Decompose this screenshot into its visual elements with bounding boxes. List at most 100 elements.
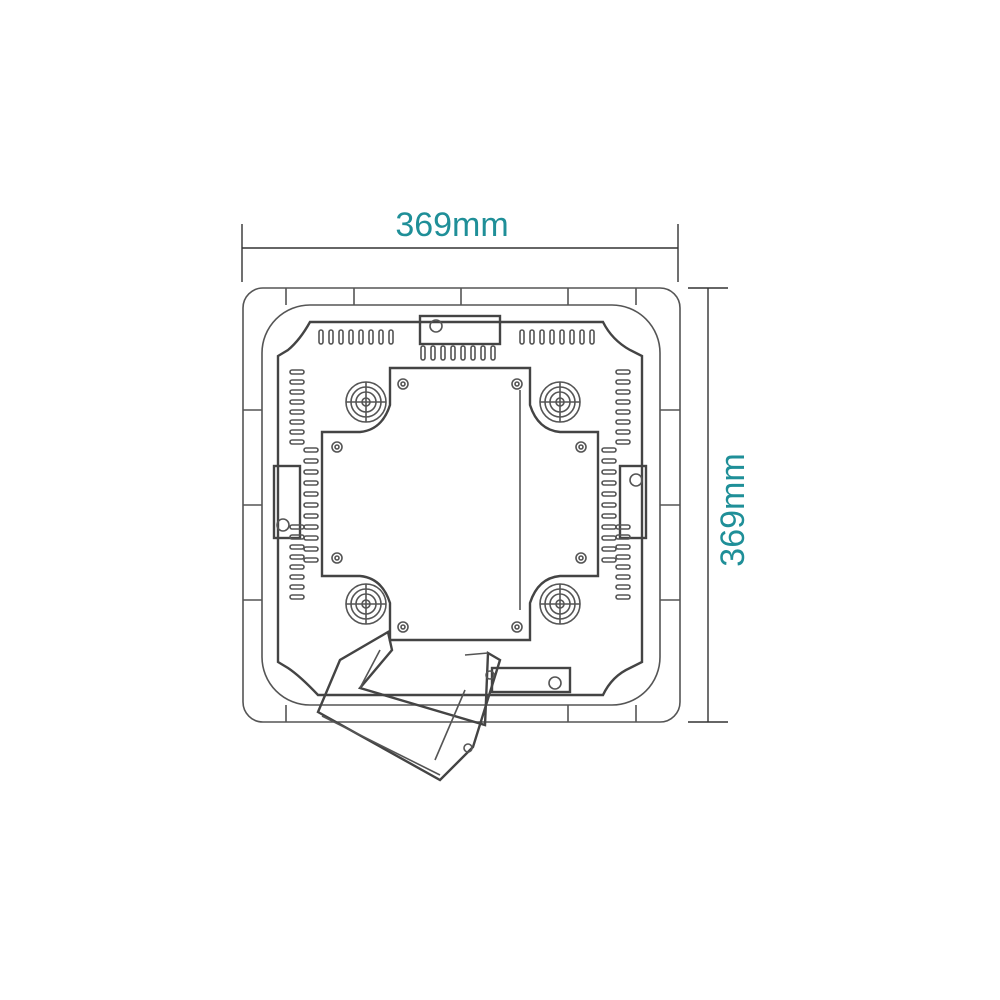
vent-slot bbox=[601, 447, 617, 453]
vent-slot bbox=[615, 429, 631, 435]
vent-slot bbox=[303, 458, 319, 464]
bracket-body bbox=[316, 630, 502, 782]
screw-icon bbox=[575, 552, 587, 564]
height-label: 369mm bbox=[714, 453, 752, 566]
vent-slot bbox=[490, 345, 496, 361]
vent-slot bbox=[303, 546, 319, 552]
bracket-screw bbox=[463, 743, 473, 753]
vent-slot bbox=[289, 429, 305, 435]
mounting-plate bbox=[320, 366, 600, 642]
vent-slot bbox=[289, 369, 305, 375]
left-clip bbox=[272, 464, 302, 540]
vent-slot bbox=[569, 329, 575, 345]
vent-slot bbox=[601, 535, 617, 541]
vent-slot bbox=[615, 574, 631, 580]
width-label: 369mm bbox=[395, 206, 508, 244]
housing-outline bbox=[276, 320, 644, 697]
vent-slot bbox=[615, 399, 631, 405]
vent-slot bbox=[378, 329, 384, 345]
vent-slot bbox=[601, 480, 617, 486]
screw-center bbox=[514, 624, 520, 630]
plate-screws bbox=[331, 378, 587, 633]
vent-slot bbox=[450, 345, 456, 361]
vent-slot bbox=[601, 524, 617, 530]
screw-center bbox=[334, 555, 340, 561]
vent-slot bbox=[559, 329, 565, 345]
vent-slot bbox=[303, 480, 319, 486]
vent-slot bbox=[601, 513, 617, 519]
vent-slot bbox=[289, 399, 305, 405]
screw-icon bbox=[331, 552, 343, 564]
screw-center bbox=[334, 444, 340, 450]
bottom-clip bbox=[490, 666, 572, 694]
vent-slot bbox=[289, 409, 305, 415]
vent-slot bbox=[348, 329, 354, 345]
vent-slot bbox=[303, 447, 319, 453]
vent-slot bbox=[615, 584, 631, 590]
vent-slot bbox=[601, 491, 617, 497]
vent-slot bbox=[430, 345, 436, 361]
vent-slot bbox=[420, 345, 426, 361]
screw-icon bbox=[331, 441, 343, 453]
vent-slot bbox=[615, 564, 631, 570]
vent-slot bbox=[358, 329, 364, 345]
vent-slot bbox=[289, 554, 305, 560]
vent-slot bbox=[338, 329, 344, 345]
screw-center bbox=[578, 444, 584, 450]
vent-slot bbox=[601, 502, 617, 508]
left-clip-screw bbox=[276, 518, 290, 532]
bottom-clip-screw bbox=[548, 676, 562, 690]
vent-slot bbox=[289, 574, 305, 580]
screw-icon bbox=[511, 378, 523, 390]
vent-slots bbox=[289, 329, 631, 600]
vent-slot bbox=[460, 345, 466, 361]
right-clip bbox=[618, 464, 648, 540]
vent-slot bbox=[470, 345, 476, 361]
vent-slot bbox=[615, 594, 631, 600]
vent-slot bbox=[601, 469, 617, 475]
vent-slot bbox=[368, 329, 374, 345]
vent-slot bbox=[601, 458, 617, 464]
junction-box-bracket bbox=[316, 630, 502, 782]
vent-slot bbox=[289, 379, 305, 385]
vent-slot bbox=[529, 329, 535, 345]
vent-slot bbox=[539, 329, 545, 345]
vent-slot bbox=[601, 546, 617, 552]
vent-slot bbox=[289, 389, 305, 395]
vent-slot bbox=[615, 544, 631, 550]
vent-slot bbox=[318, 329, 324, 345]
screw-center bbox=[400, 624, 406, 630]
top-clip bbox=[418, 314, 502, 346]
vent-slot bbox=[289, 544, 305, 550]
bracket-screw bbox=[485, 670, 495, 680]
fans bbox=[345, 381, 581, 625]
vent-slot bbox=[440, 345, 446, 361]
vent-slot bbox=[303, 491, 319, 497]
vent-slot bbox=[579, 329, 585, 345]
vent-slot bbox=[615, 439, 631, 445]
screw-icon bbox=[575, 441, 587, 453]
vent-slot bbox=[615, 524, 631, 530]
screw-center bbox=[400, 381, 406, 387]
vent-slot bbox=[388, 329, 394, 345]
screw-center bbox=[578, 555, 584, 561]
screw-icon bbox=[397, 621, 409, 633]
vent-slot bbox=[601, 557, 617, 563]
frame-segments bbox=[243, 288, 680, 722]
screw-icon bbox=[511, 621, 523, 633]
height-dimension: 369mm bbox=[688, 287, 752, 723]
screw-center bbox=[514, 381, 520, 387]
vent-slot bbox=[519, 329, 525, 345]
vent-slot bbox=[615, 389, 631, 395]
vent-slot bbox=[480, 345, 486, 361]
vent-slot bbox=[289, 419, 305, 425]
vent-slot bbox=[303, 469, 319, 475]
vent-slot bbox=[615, 419, 631, 425]
vent-slot bbox=[303, 513, 319, 519]
vent-slot bbox=[615, 379, 631, 385]
vent-slot bbox=[289, 584, 305, 590]
vent-slot bbox=[589, 329, 595, 345]
vent-slot bbox=[328, 329, 334, 345]
vent-slot bbox=[289, 594, 305, 600]
